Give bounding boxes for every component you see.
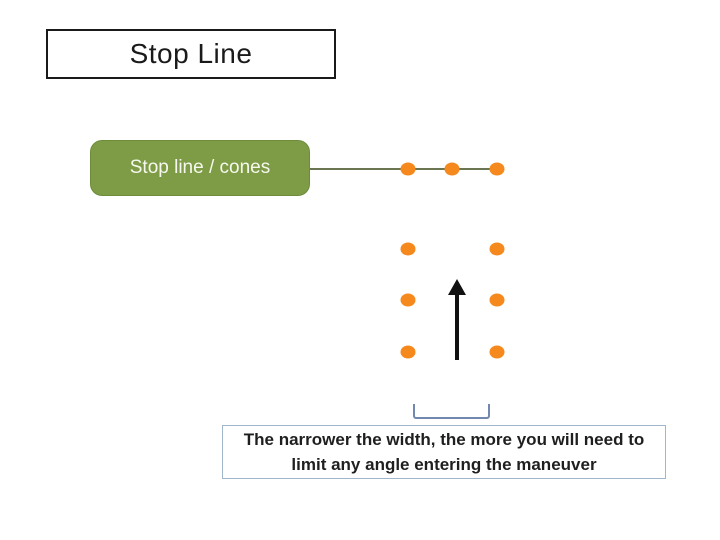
note-box: The narrower the width, the more you wil…: [222, 425, 666, 479]
width-bracket: [413, 404, 490, 419]
stop-line-label: Stop line / cones: [90, 140, 310, 196]
direction-arrow-shaft: [455, 294, 459, 360]
cone-dot: [489, 242, 505, 256]
cone-dot: [400, 242, 416, 256]
slide-title: Stop Line: [129, 38, 253, 69]
cone-dot: [400, 293, 416, 307]
cone-dot: [489, 162, 505, 176]
stop-line-label-text: Stop line / cones: [129, 157, 271, 178]
note-line-1: The narrower the width, the more you wil…: [243, 430, 645, 449]
cone-dot: [489, 293, 505, 307]
direction-arrow-head: [448, 279, 466, 295]
cone-dot: [489, 345, 505, 359]
cone-dot: [400, 162, 416, 176]
cone-dot: [444, 162, 460, 176]
slide-title-box: Stop Line: [46, 29, 336, 79]
cone-dot: [400, 345, 416, 359]
note-line-2: limit any angle entering the maneuver: [291, 455, 597, 474]
